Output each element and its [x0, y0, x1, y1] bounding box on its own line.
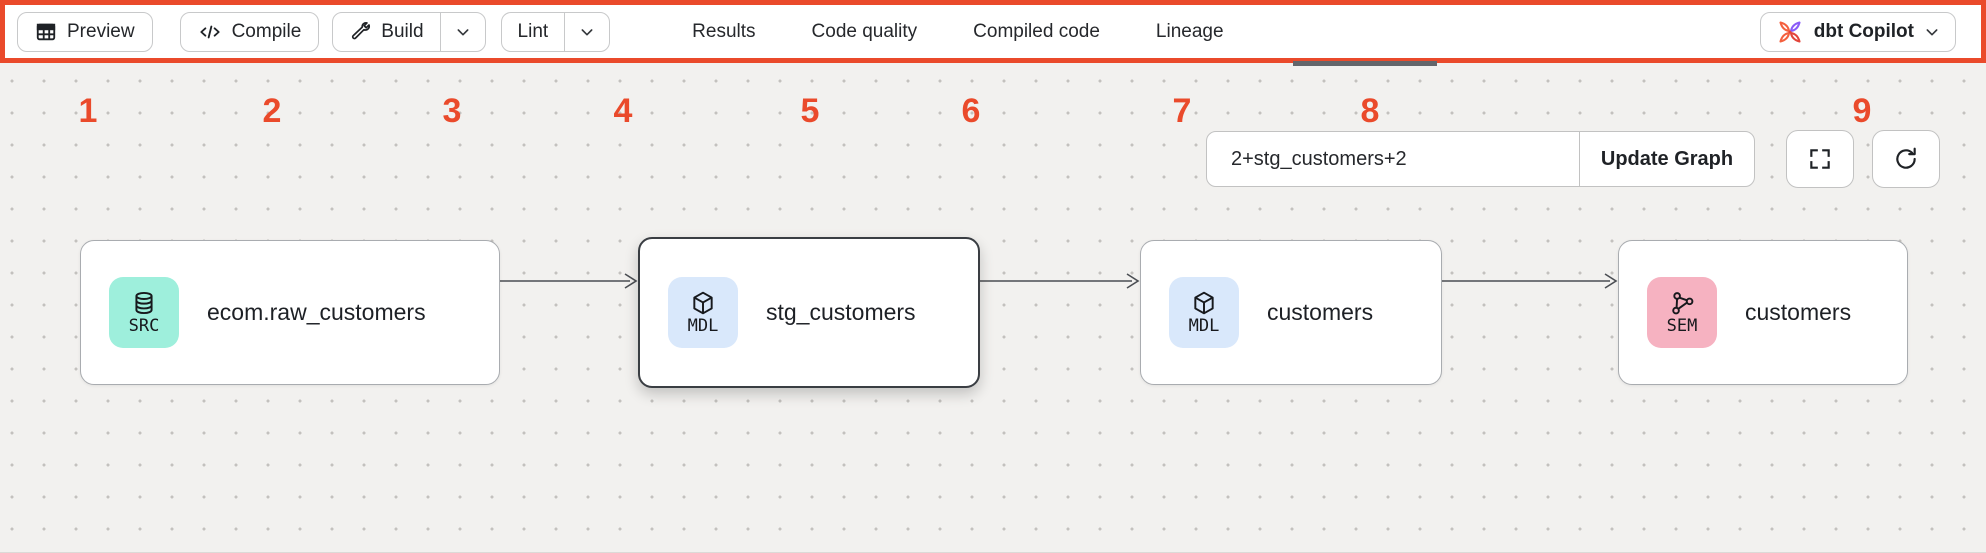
- refresh-button[interactable]: [1872, 130, 1940, 188]
- lint-button[interactable]: Lint: [502, 13, 565, 51]
- table-icon: [35, 21, 57, 43]
- model-badge: MDL: [1169, 277, 1239, 348]
- annotation-number-4: 4: [613, 92, 633, 130]
- editor-toolbar: Preview Compile Build: [0, 0, 1986, 63]
- node-type-label: MDL: [687, 315, 719, 336]
- build-button-label: Build: [381, 20, 424, 42]
- node-type-label: MDL: [1188, 315, 1220, 336]
- annotation-number-5: 5: [800, 92, 820, 130]
- tab-code-quality[interactable]: Code quality: [784, 0, 946, 63]
- results-tab-bar: Results Code quality Compiled code Linea…: [664, 0, 1251, 63]
- tab-results-label: Results: [692, 20, 756, 42]
- semantic-badge: SEM: [1647, 277, 1717, 348]
- lineage-node-source-raw-customers[interactable]: SRC ecom.raw_customers: [80, 240, 500, 385]
- annotation-number-1: 1: [78, 92, 98, 130]
- lineage-selector-group: Update Graph: [1206, 131, 1755, 187]
- dbt-copilot-button[interactable]: dbt Copilot: [1759, 11, 1956, 52]
- annotation-number-6: 6: [961, 92, 981, 130]
- chevron-down-icon: [579, 24, 595, 40]
- tab-compiled-code[interactable]: Compiled code: [945, 0, 1128, 63]
- annotation-number-9: 9: [1852, 92, 1872, 130]
- update-graph-label: Update Graph: [1600, 147, 1734, 170]
- tab-results[interactable]: Results: [664, 0, 783, 63]
- dbt-logo-icon: [1776, 18, 1804, 46]
- node-label: customers: [1267, 299, 1374, 325]
- tab-compiled-code-label: Compiled code: [973, 20, 1100, 42]
- lineage-selector-input[interactable]: [1207, 132, 1579, 186]
- build-dropdown-button[interactable]: [439, 12, 485, 51]
- preview-button-label: Preview: [67, 20, 135, 42]
- wrench-icon: [349, 21, 371, 43]
- cube-icon: [690, 290, 716, 316]
- source-badge: SRC: [109, 277, 179, 348]
- tab-lineage-label: Lineage: [1155, 20, 1224, 42]
- lineage-node-stg-customers[interactable]: MDL stg_customers: [638, 237, 980, 388]
- chevron-down-icon: [1924, 24, 1940, 40]
- refresh-icon: [1893, 146, 1919, 172]
- annotation-number-7: 7: [1172, 92, 1192, 130]
- preview-button[interactable]: Preview: [17, 11, 153, 52]
- semantic-model-icon: [1669, 290, 1695, 316]
- build-button[interactable]: Build: [333, 13, 439, 51]
- build-split-button: Build: [332, 11, 486, 52]
- compile-button[interactable]: Compile: [179, 11, 320, 52]
- chevron-down-icon: [455, 24, 471, 40]
- compile-button-label: Compile: [231, 20, 302, 42]
- node-type-label: SEM: [1666, 315, 1698, 336]
- update-graph-button[interactable]: Update Graph: [1579, 132, 1754, 186]
- node-type-label: SRC: [128, 315, 160, 336]
- node-label: customers: [1745, 299, 1852, 325]
- database-icon: [131, 290, 157, 316]
- model-badge: MDL: [668, 277, 738, 348]
- cube-icon: [1191, 290, 1217, 316]
- lint-dropdown-button[interactable]: [564, 12, 609, 51]
- tab-code-quality-label: Code quality: [811, 20, 918, 42]
- lineage-node-customers-semantic[interactable]: SEM customers: [1618, 240, 1908, 385]
- node-label: ecom.raw_customers: [207, 299, 426, 325]
- fullscreen-button[interactable]: [1786, 130, 1854, 188]
- dbt-copilot-label: dbt Copilot: [1813, 20, 1914, 42]
- fullscreen-icon: [1807, 146, 1833, 172]
- lint-split-button: Lint: [500, 11, 611, 52]
- annotation-number-2: 2: [262, 92, 282, 130]
- code-icon: [198, 21, 222, 43]
- lineage-node-customers-model[interactable]: MDL customers: [1140, 240, 1442, 385]
- tab-lineage[interactable]: Lineage: [1128, 0, 1252, 63]
- annotation-number-8: 8: [1360, 92, 1380, 130]
- annotation-number-3: 3: [442, 92, 462, 130]
- lint-button-label: Lint: [517, 20, 549, 42]
- node-label: stg_customers: [766, 299, 916, 325]
